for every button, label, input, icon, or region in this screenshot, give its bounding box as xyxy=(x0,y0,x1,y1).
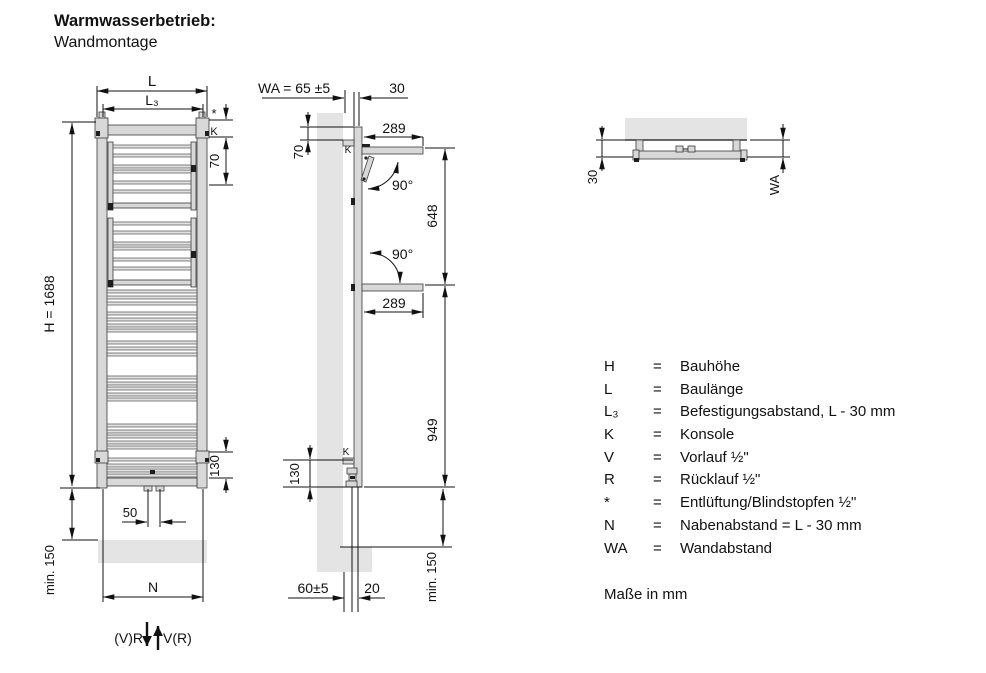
flow-label: (V)R xyxy=(114,630,143,646)
legend-desc: Vorlauf ½" xyxy=(680,448,749,466)
top-header-bar xyxy=(106,124,198,136)
legend-desc: Entlüftung/Blindstopfen ½" xyxy=(680,494,857,512)
dim-label-130: 130 xyxy=(287,463,302,485)
legend-symbol: R xyxy=(604,471,615,489)
dim-label-min150: min. 150 xyxy=(424,552,439,602)
angle-arc-bottom xyxy=(369,250,403,284)
top-view-dimensions xyxy=(596,124,790,173)
connection-pipes xyxy=(343,487,359,612)
legend-row-N: N=Nabenabstand = L - 30 mm xyxy=(604,515,895,538)
bottom-header-bar xyxy=(106,477,198,487)
marker-label-star: * xyxy=(211,106,216,121)
legend-row-H: H=Bauhöhe xyxy=(604,356,895,379)
console-right xyxy=(732,139,741,153)
left-collector-tube xyxy=(96,117,108,489)
dim-label-L: L xyxy=(148,73,156,90)
dim-label-WA: WA xyxy=(767,174,782,195)
dim-label-30: 30 xyxy=(389,80,405,96)
dim-label-60: 60±5 xyxy=(297,580,328,596)
legend-row-star: *=Entlüftung/Blindstopfen ½" xyxy=(604,492,895,515)
console-bottom xyxy=(342,457,355,465)
legend-symbol: L xyxy=(604,380,613,398)
legend-symbol: K xyxy=(604,426,615,444)
front-view: L L₃ * K 70 H = 1688 min. 150 130 50 N (… xyxy=(41,73,233,650)
dim-label-H: H = 1688 xyxy=(41,275,57,332)
fold-frame-2 xyxy=(107,217,197,288)
legend-row-L: L=Baulänge xyxy=(604,379,895,402)
legend-desc: Bauhöhe xyxy=(680,358,741,375)
right-collector-tube xyxy=(196,117,208,489)
fold-arm-bottom xyxy=(361,283,424,292)
marker-label-K-top: K xyxy=(345,145,352,156)
return-label: V(R) xyxy=(163,630,192,646)
legend-desc: Befestigungsabstand, L - 30 mm xyxy=(680,403,896,421)
legend-row-V: V=Vorlauf ½" xyxy=(604,447,895,470)
legend-desc: Nabenabstand = L - 30 mm xyxy=(680,516,862,534)
dim-label-70: 70 xyxy=(291,145,306,159)
marker-label-K: K xyxy=(210,126,218,138)
dim-label-20: 20 xyxy=(364,580,380,596)
legend-row-K: K=Konsole xyxy=(604,424,895,447)
side-dimensions xyxy=(262,90,455,601)
dim-label-289-bottom: 289 xyxy=(382,295,406,311)
dim-label-130: 130 xyxy=(207,455,222,477)
floor-shade xyxy=(98,540,207,563)
angle-label-bottom: 90° xyxy=(392,246,413,262)
valve-fitting xyxy=(675,145,684,153)
floor-shade xyxy=(317,547,372,572)
legend-symbol: V xyxy=(604,448,615,466)
title-line-2: Wandmontage xyxy=(54,34,158,51)
legend-symbol: H xyxy=(604,358,615,375)
fold-frame-1 xyxy=(107,141,197,211)
front-dimensions xyxy=(60,86,233,650)
wall-shade xyxy=(317,113,343,572)
dim-label-949: 949 xyxy=(424,418,440,442)
page-title: Warmwasserbetrieb: Wandmontage xyxy=(54,10,216,54)
valve-body xyxy=(346,467,358,475)
legend-desc: Wandabstand xyxy=(680,539,773,557)
top-view: 30 WA xyxy=(585,118,790,195)
dim-label-289-top: 289 xyxy=(382,120,406,136)
legend-symbol: N xyxy=(604,516,615,534)
dim-label-min150: min. 150 xyxy=(42,545,57,595)
legend-desc: Konsole xyxy=(680,426,735,444)
dim-label-648: 648 xyxy=(424,204,440,228)
legend-desc: Rücklauf ½" xyxy=(680,471,761,489)
dim-label-70: 70 xyxy=(207,154,222,168)
legend-row-L3: L₃=Befestigungsabstand, L - 30 mm xyxy=(604,401,895,424)
legend: H=Bauhöhe L=Baulänge L₃=Befestigungsabst… xyxy=(604,356,895,606)
dim-label-N: N xyxy=(148,579,158,595)
radiator-profile xyxy=(353,126,363,488)
legend-symbol: L₃ xyxy=(604,403,619,421)
dim-label-50: 50 xyxy=(123,505,137,520)
angle-label-top: 90° xyxy=(392,177,413,193)
dim-label-30: 30 xyxy=(585,170,600,184)
rung-field xyxy=(106,289,198,478)
console-top xyxy=(342,139,355,147)
angle-arc-top xyxy=(367,161,399,191)
title-line-1: Warmwasserbetrieb: xyxy=(54,12,216,30)
fold-arm-top xyxy=(361,146,424,155)
legend-symbol: * xyxy=(604,494,610,512)
legend-symbol: WA xyxy=(604,539,628,557)
side-view: WA = 65 ±5 30 70 K 289 90° 648 90° 289 9… xyxy=(258,80,455,612)
marker-label-K-bottom: K xyxy=(343,447,350,458)
legend-row-R: R=Rücklauf ½" xyxy=(604,469,895,492)
units-note: Maße in mm xyxy=(604,586,688,604)
dim-label-WA65: WA = 65 ±5 xyxy=(258,80,330,96)
legend-desc: Baulänge xyxy=(680,380,744,398)
legend-row-WA: WA=Wandabstand xyxy=(604,538,895,561)
dim-label-L3: L₃ xyxy=(145,92,159,108)
wall-shade xyxy=(625,118,747,140)
